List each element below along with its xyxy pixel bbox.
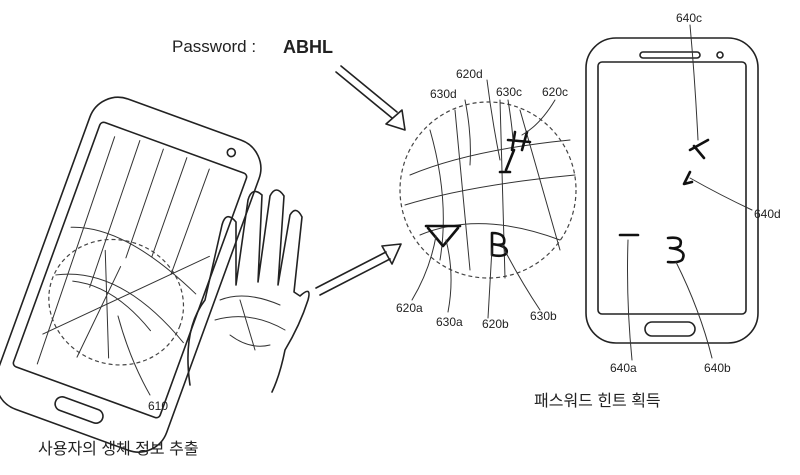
ref-620a: 620a bbox=[396, 301, 423, 315]
ref-640d: 640d bbox=[754, 207, 781, 221]
hint-glyph-y bbox=[688, 138, 710, 160]
home-button-icon bbox=[54, 396, 104, 424]
ref-640c: 640c bbox=[676, 11, 702, 25]
glyph-h bbox=[498, 130, 532, 174]
ref-620b: 620b bbox=[482, 317, 509, 331]
hint-glyph-3 bbox=[666, 236, 685, 264]
ref-640a: 640a bbox=[610, 361, 637, 375]
left-phone bbox=[0, 96, 262, 453]
ref-620c: 620c bbox=[542, 85, 568, 99]
ref-630c: 630c bbox=[496, 85, 522, 99]
caption-right: 패스워드 힌트 획득 bbox=[534, 392, 661, 410]
hint-glyph-l bbox=[682, 170, 694, 186]
leader-lines bbox=[117, 24, 753, 396]
password-label: Password : bbox=[172, 37, 256, 56]
ref-630d: 630d bbox=[430, 87, 457, 101]
right-phone bbox=[585, 37, 759, 344]
biometric-region bbox=[48, 238, 185, 366]
hand-illustration bbox=[187, 189, 310, 393]
caption-left: 사용자의 생체 정보 추출 bbox=[38, 440, 199, 458]
speaker-icon bbox=[639, 51, 701, 59]
ref-630b: 630b bbox=[530, 309, 557, 323]
camera-icon bbox=[716, 51, 724, 59]
ref-610: 610 bbox=[148, 399, 168, 413]
ref-640b: 640b bbox=[704, 361, 731, 375]
ref-630a: 630a bbox=[436, 315, 463, 329]
password-value: ABHL bbox=[283, 37, 333, 57]
arrow-up-right-icon bbox=[315, 243, 402, 296]
ref-620d: 620d bbox=[456, 67, 483, 81]
arrow-down-right-icon bbox=[335, 65, 406, 131]
glyph-v bbox=[424, 224, 462, 248]
home-button-icon bbox=[644, 321, 696, 337]
magnified-palm-circle bbox=[399, 99, 577, 279]
camera-icon bbox=[226, 147, 237, 158]
